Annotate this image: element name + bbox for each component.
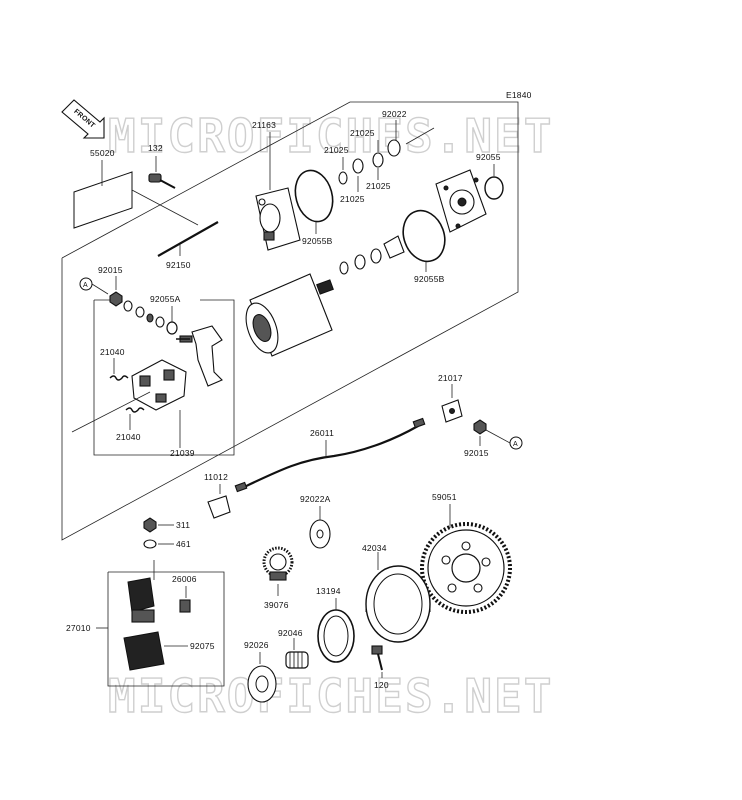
ref-a-right: A: [485, 429, 523, 450]
part-washers-mid: [339, 235, 405, 275]
part-92075: [123, 631, 188, 671]
label-92026: 92026: [244, 640, 269, 650]
part-13194: [317, 598, 355, 663]
label-120: 120: [374, 680, 389, 690]
label-461: 461: [176, 539, 191, 549]
label-13194: 13194: [316, 586, 341, 596]
part-39076: [262, 546, 294, 596]
part-461: [143, 539, 174, 549]
part-92150: [157, 221, 219, 257]
brush-plate: [176, 325, 223, 387]
label-21025-a: 21025: [324, 145, 349, 155]
label-21025-c: 21025: [366, 181, 391, 191]
label-132: 132: [148, 143, 163, 153]
diagram-code: E1840: [506, 90, 532, 100]
label-42034: 42034: [362, 543, 387, 553]
label-21040-top: 21040: [100, 347, 125, 357]
label-92055B-right: 92055B: [414, 274, 445, 284]
label-92075: 92075: [190, 641, 215, 651]
relay-enclosure: [96, 571, 225, 687]
label-92055B-left: 92055B: [302, 236, 333, 246]
label-26011: 26011: [310, 428, 334, 438]
label-11012: 11012: [204, 472, 228, 482]
part-92026: [247, 652, 277, 703]
label-21017: 21017: [438, 373, 463, 383]
part-26006: [179, 586, 191, 613]
label-311: 311: [176, 520, 190, 530]
label-26006: 26006: [172, 574, 197, 584]
part-55020: [73, 160, 199, 229]
part-92055: [484, 164, 504, 200]
part-92015-left: [109, 276, 178, 335]
part-42034: [365, 552, 431, 643]
part-92055B-right: [402, 209, 446, 272]
svg-text:A: A: [513, 441, 518, 448]
part-21025-stack: [338, 120, 435, 192]
label-21025-d: 21025: [340, 194, 365, 204]
part-59051: [420, 504, 512, 614]
label-21039: 21039: [170, 448, 195, 458]
ref-a-left: A: [79, 277, 109, 295]
part-311: [143, 517, 174, 533]
label-92055: 92055: [476, 152, 501, 162]
front-cover: [255, 187, 301, 251]
part-21040-top: [109, 358, 129, 381]
starter-motor-yoke: [245, 273, 334, 357]
label-92150: 92150: [166, 260, 191, 270]
label-92055A: 92055A: [150, 294, 181, 304]
starter-motor-enclosure: [61, 101, 519, 541]
part-92022A: [309, 506, 331, 549]
svg-text:A: A: [83, 282, 88, 289]
label-55020: 55020: [90, 148, 115, 158]
label-92046: 92046: [278, 628, 303, 638]
label-92022A: 92022A: [300, 494, 331, 504]
part-26011: [234, 417, 426, 493]
part-92055B-left: [294, 169, 334, 234]
part-relay: [127, 560, 155, 623]
label-39076: 39076: [264, 600, 289, 610]
label-59051: 59051: [432, 492, 457, 502]
label-92015-left: 92015: [98, 265, 123, 275]
label-92015-right: 92015: [464, 448, 489, 458]
part-120: [371, 645, 383, 678]
label-21025-b: 21025: [350, 128, 375, 138]
label-21163: 21163: [252, 120, 276, 130]
watermark-top: MICROFICHES.NET: [108, 109, 553, 163]
part-92046: [285, 638, 309, 669]
part-21039: [71, 359, 187, 448]
label-27010: 27010: [66, 623, 91, 633]
part-11012: [207, 484, 231, 519]
part-21017: [441, 384, 463, 423]
label-92022: 92022: [382, 109, 407, 119]
part-92015-right: [473, 419, 487, 446]
part-21040-bottom: [125, 407, 145, 430]
part-132: [148, 156, 176, 189]
watermark-bottom: MICROFICHES.NET: [108, 669, 553, 723]
rear-cover: [435, 169, 487, 233]
label-21040-bottom: 21040: [116, 432, 141, 442]
front-arrow-icon: FRONT: [61, 99, 105, 139]
